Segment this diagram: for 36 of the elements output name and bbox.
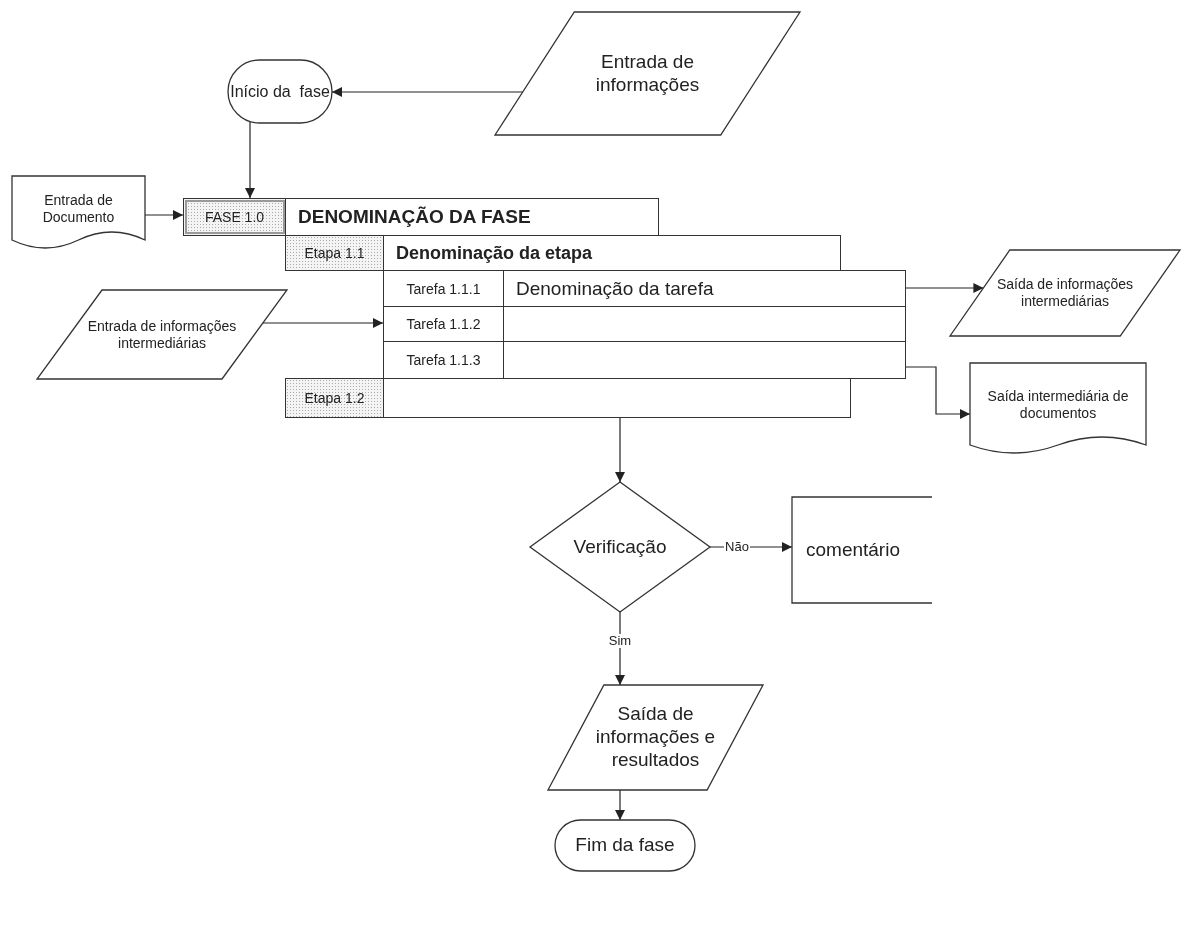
stage-row bbox=[285, 378, 851, 418]
node-label: Saída de informações intermediárias bbox=[995, 276, 1135, 310]
row-label: Etapa 1.2 bbox=[286, 379, 384, 417]
input-parallelogram bbox=[37, 290, 287, 379]
node-label: Verificação bbox=[572, 535, 668, 559]
node-label: Entrada de informações bbox=[594, 50, 701, 97]
phase-row bbox=[183, 198, 659, 236]
comment-bracket bbox=[792, 497, 932, 603]
arrow bbox=[615, 789, 625, 821]
row-label: Etapa 1.1 bbox=[286, 236, 384, 270]
edge-label: Sim bbox=[607, 633, 633, 649]
output-parallelogram bbox=[950, 250, 1180, 336]
node-label: Saída de informações e resultados bbox=[594, 703, 717, 772]
node-label: comentário bbox=[805, 538, 900, 562]
arrow bbox=[905, 283, 984, 293]
node-label: Saída intermediária de documentos bbox=[986, 388, 1130, 423]
task-row bbox=[383, 306, 906, 342]
node-label: Fim da fase bbox=[574, 834, 676, 857]
arrow bbox=[905, 366, 971, 419]
node-label: Entrada de Documento bbox=[41, 192, 116, 227]
row-title: DENOMINAÇÃO DA FASE bbox=[297, 205, 531, 229]
input-parallelogram bbox=[495, 12, 800, 135]
decision-diamond bbox=[530, 482, 710, 612]
node-label: Entrada de informações intermediárias bbox=[86, 317, 238, 352]
stage-row bbox=[285, 235, 841, 271]
row-label: FASE 1.0 bbox=[184, 199, 286, 235]
arrow bbox=[615, 417, 625, 483]
row-title: Denominação da tarefa bbox=[515, 276, 714, 301]
task-row bbox=[383, 341, 906, 379]
task-row bbox=[383, 270, 906, 307]
start-terminal bbox=[228, 60, 332, 123]
output-parallelogram bbox=[548, 685, 763, 790]
row-title: Denominação da etapa bbox=[395, 241, 593, 265]
end-terminal bbox=[555, 820, 695, 871]
node-label: Início da fase bbox=[229, 81, 331, 102]
arrow bbox=[245, 120, 255, 199]
